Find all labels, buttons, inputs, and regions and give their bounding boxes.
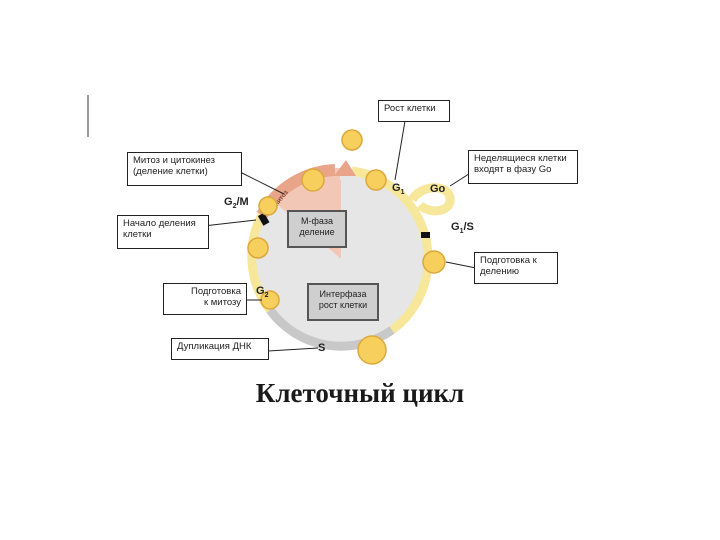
callout-growth: Рост клетки xyxy=(378,100,450,122)
cell-s xyxy=(357,335,387,365)
cell-g2m xyxy=(258,196,278,216)
label-g1-s: G1/S xyxy=(451,221,474,236)
label-g1: G1 xyxy=(392,182,405,197)
cells xyxy=(247,129,446,365)
m-phase-box: М-фаза деление xyxy=(287,210,347,248)
dividing-arrow xyxy=(334,160,356,176)
callout-dna-duplication: Дупликация ДНК xyxy=(171,338,269,360)
diagram-title: Клеточный цикл xyxy=(255,378,465,408)
cell-right xyxy=(422,250,446,274)
callout-division-start: Начало деления клетки xyxy=(117,215,209,249)
cell-left xyxy=(247,237,269,259)
label-g2: G2 xyxy=(256,285,269,300)
callout-mitosis: Митоз и цитокинез (деление клетки) xyxy=(127,152,242,186)
callout-prep-mitosis: Подготовка к митозу xyxy=(163,283,247,315)
label-g2-m: G2/M xyxy=(224,196,249,211)
slide-divider xyxy=(87,95,89,137)
callout-g0-entry: Неделящиеся клетки входят в фазу Go xyxy=(468,150,578,184)
cell-m2 xyxy=(365,169,387,191)
interphase-box: Интерфаза рост клетки xyxy=(307,283,379,321)
label-s: S xyxy=(318,342,326,354)
checkpoint-g1s xyxy=(421,232,430,238)
g0-loop xyxy=(408,183,455,216)
cell-m1 xyxy=(301,168,325,192)
label-g0: Go xyxy=(430,183,446,195)
cell-top xyxy=(341,129,363,151)
callout-prep-division: Подготовка к делению xyxy=(474,252,558,284)
checkpoint-g2m xyxy=(257,212,270,226)
